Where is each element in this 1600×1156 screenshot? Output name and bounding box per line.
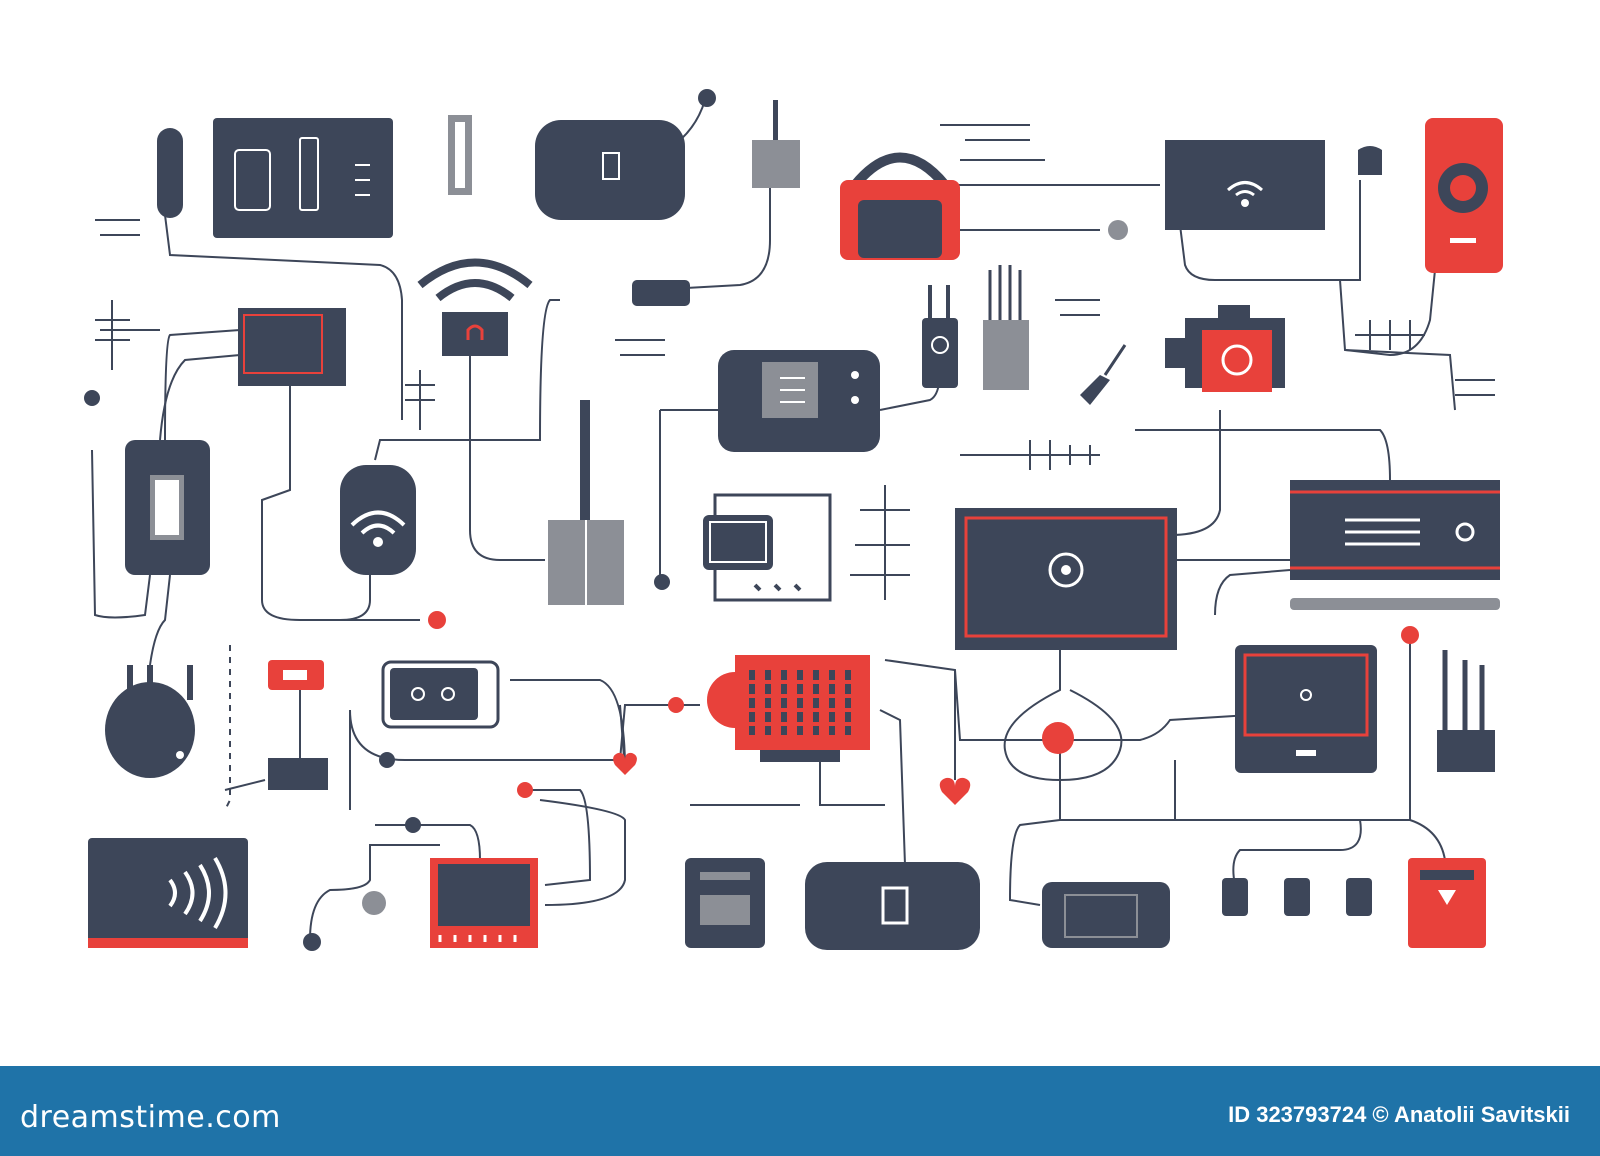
gray-power-adapter-icon xyxy=(548,400,624,605)
red-alarm-icon xyxy=(1408,858,1486,948)
settings-panel-icon xyxy=(1290,480,1500,610)
wifi-display-icon xyxy=(1165,140,1382,230)
server-box-icon xyxy=(213,118,393,238)
nfc-terminal-icon xyxy=(88,838,248,948)
smart-plug-icon xyxy=(125,440,210,575)
outlet-icon xyxy=(1222,878,1372,916)
player-icon xyxy=(1042,882,1170,948)
wifi-router-icon xyxy=(417,258,533,356)
tv-screen-icon xyxy=(955,508,1177,650)
gateway-box-icon xyxy=(805,862,980,950)
round-speaker-icon xyxy=(105,665,195,778)
stylus-icon xyxy=(157,128,183,218)
tablet-device-icon xyxy=(1235,645,1377,773)
switch-icon xyxy=(448,115,472,195)
iot-devices-illustration xyxy=(84,89,1503,951)
tablet-icon xyxy=(535,89,716,220)
router-antennas-icon xyxy=(1437,650,1495,772)
small-screen-icon xyxy=(703,493,832,602)
wifi-antenna-icon xyxy=(340,465,416,575)
dark-dots xyxy=(84,390,670,951)
red-phone-icon xyxy=(1425,118,1503,273)
square-device-icon xyxy=(685,858,765,948)
gray-plug-icon xyxy=(752,100,800,188)
heart-icon xyxy=(613,752,971,805)
dual-port-icon xyxy=(381,660,500,729)
red-sensor-icon xyxy=(268,660,328,790)
footer-bar: dreamstime.com ID 323793724 © Anatolii S… xyxy=(0,1066,1600,1156)
image-credit: ID 323793724 © Anatolii Savitskii xyxy=(1228,1102,1570,1127)
red-dots xyxy=(428,611,1419,798)
red-ventilator-icon xyxy=(707,655,870,762)
monitor-icon xyxy=(238,308,346,386)
site-logo[interactable]: dreamstime.com xyxy=(20,1100,281,1135)
red-display-icon xyxy=(362,858,538,948)
red-gear-module-icon xyxy=(1165,305,1285,392)
camera-box-icon xyxy=(922,265,1029,390)
cable-ticks xyxy=(95,124,1495,600)
connector-icon xyxy=(632,280,690,306)
media-box-icon xyxy=(718,350,880,452)
usb-stick-icon xyxy=(1080,344,1127,405)
red-speaker-icon xyxy=(840,152,1128,260)
